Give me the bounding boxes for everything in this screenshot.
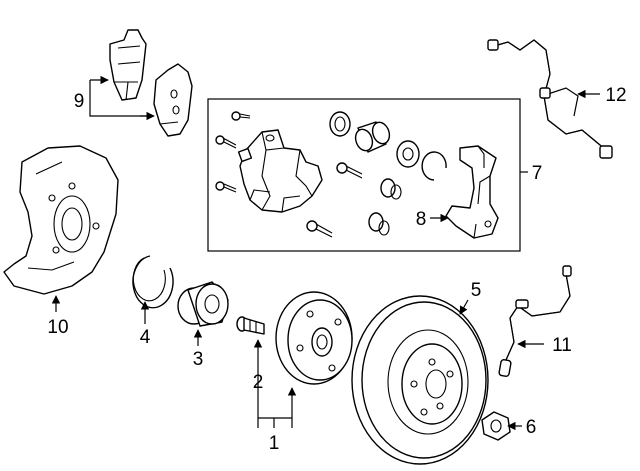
caliper-bolt[interactable] [215, 135, 237, 149]
callout-11: 11 [552, 335, 572, 356]
brake-pad-inner[interactable] [109, 29, 147, 101]
caliper-support-bracket[interactable] [445, 145, 499, 239]
lug-nut[interactable] [481, 411, 511, 441]
caliper-kit-group [207, 98, 521, 252]
dust-shield[interactable] [3, 145, 119, 295]
callout-12: 12 [605, 85, 626, 106]
abs-sensor-rear[interactable] [498, 265, 572, 377]
callout-10: 10 [47, 317, 68, 338]
guide-pin-boot[interactable] [368, 212, 390, 236]
caliper-body[interactable] [237, 129, 323, 213]
callout-labels: 1 2 3 4 5 6 7 8 9 10 11 12 [47, 85, 626, 454]
brake-pad-outer[interactable] [153, 63, 193, 137]
callout-4: 4 [140, 327, 151, 348]
callout-7: 7 [532, 163, 543, 184]
piston-boot[interactable] [396, 140, 420, 168]
retaining-ring[interactable] [421, 151, 447, 181]
caliper-bolt[interactable] [215, 181, 237, 193]
callout-8: 8 [416, 209, 427, 230]
caliper-kit-frame [207, 98, 521, 252]
callout-1: 1 [269, 433, 280, 454]
callout-2: 2 [253, 372, 264, 393]
brake-rotor[interactable] [351, 295, 489, 465]
wheel-bearing[interactable] [177, 281, 229, 327]
callout-3: 3 [193, 349, 204, 370]
callout-5: 5 [471, 280, 482, 301]
hub-bolt[interactable] [236, 316, 265, 335]
guide-pin-boot[interactable] [380, 178, 402, 200]
callout-6: 6 [526, 417, 537, 438]
callout-9: 9 [74, 91, 85, 112]
leader-lines [51, 75, 600, 431]
caliper-bolt[interactable] [231, 111, 251, 121]
piston-seal[interactable] [329, 111, 351, 137]
wheel-hub[interactable] [275, 291, 353, 385]
snap-ring[interactable] [132, 255, 174, 309]
guide-bolt[interactable] [336, 162, 363, 179]
abs-sensor-front[interactable] [487, 39, 613, 159]
mounting-bolt[interactable] [306, 220, 333, 238]
caliper-piston[interactable] [353, 120, 393, 153]
